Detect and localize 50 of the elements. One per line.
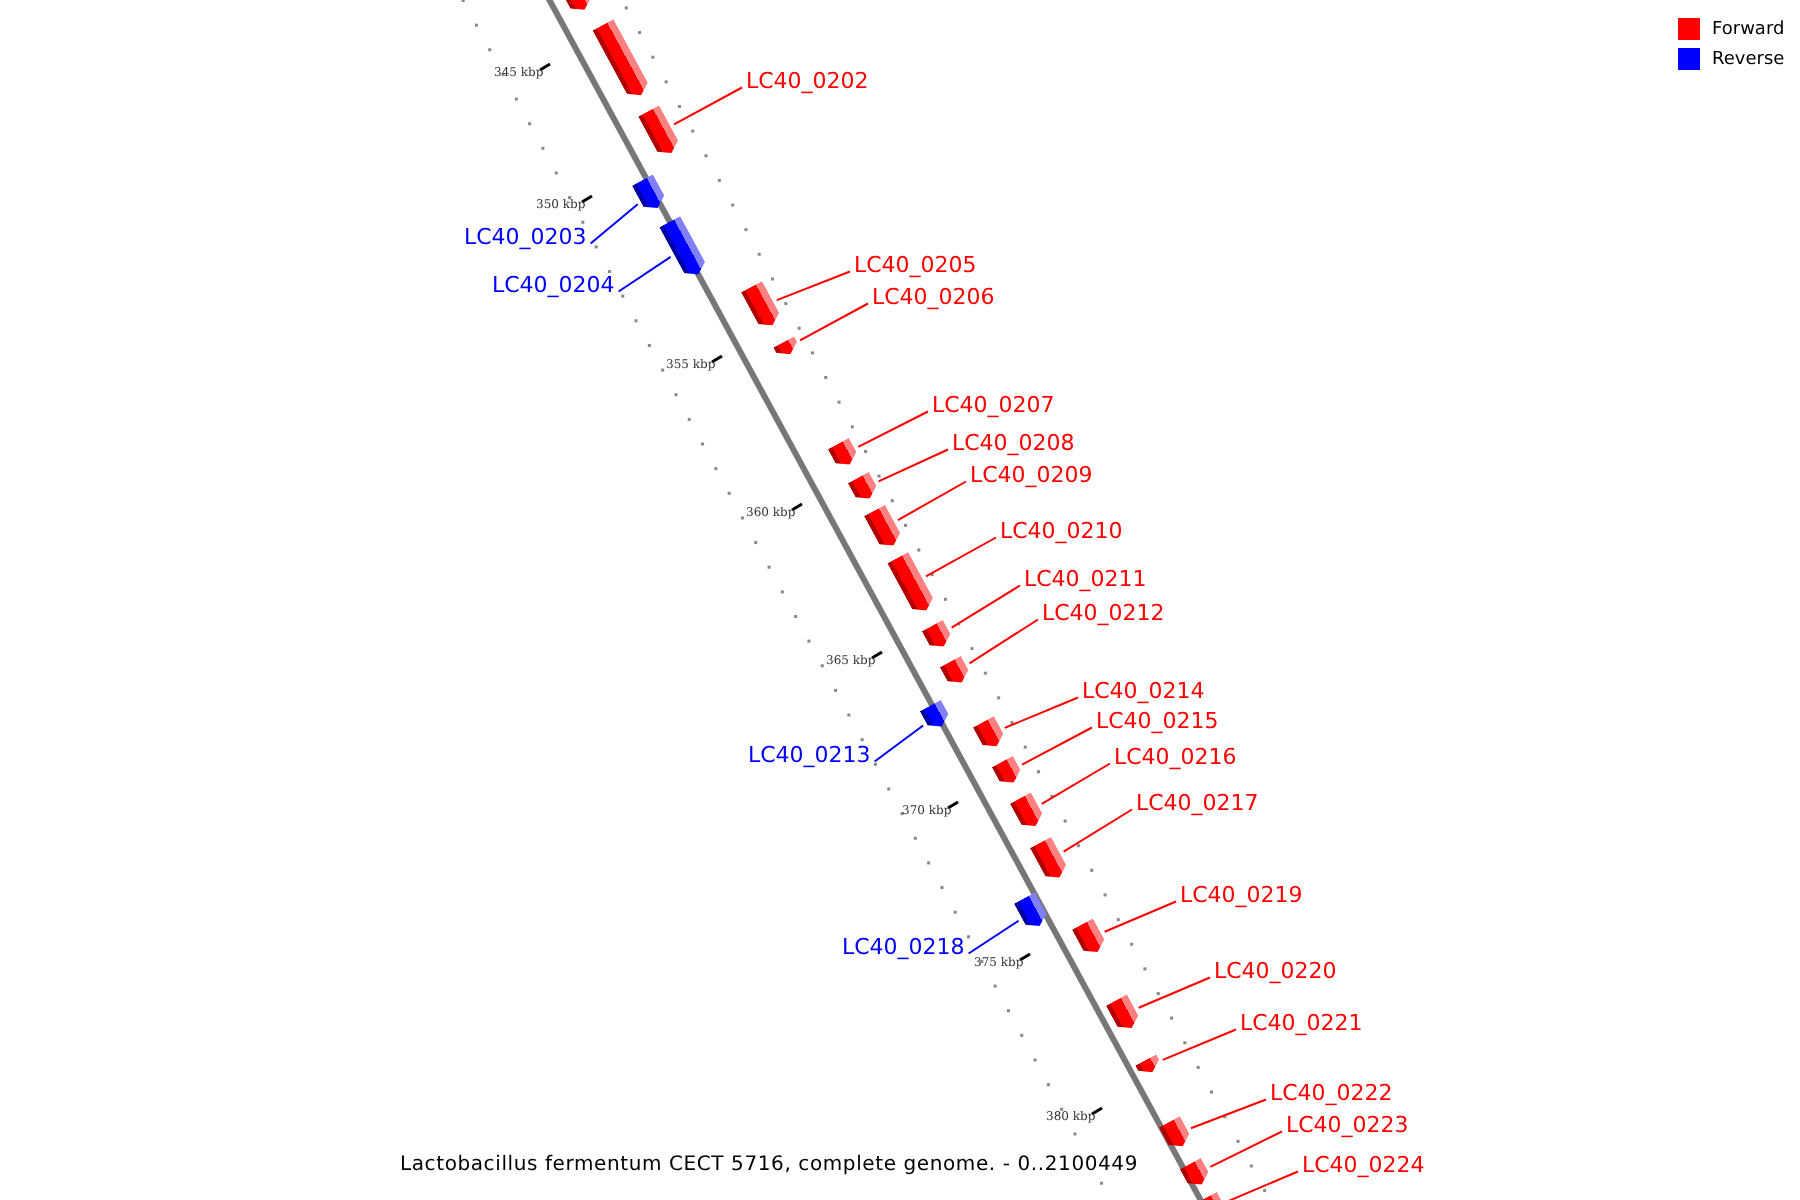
leader-line (673, 86, 743, 126)
gene-label: LC40_0221 (1240, 1010, 1363, 1036)
leader-line (1225, 1170, 1299, 1200)
gene-label: LC40_0205 (854, 252, 977, 278)
gene-label: LC40_0202 (746, 68, 869, 94)
caption: Lactobacillus fermentum CECT 5716, complete genome. - 0..2100449 (400, 1154, 1139, 1176)
leader-line (873, 724, 925, 763)
leader-line (799, 302, 869, 342)
gene-label: LC40_0220 (1214, 958, 1337, 984)
leader-line (968, 618, 1039, 665)
leader-line (775, 270, 851, 302)
gene-label: LC40_0204 (492, 272, 615, 298)
gene-label: LC40_0222 (1270, 1080, 1393, 1106)
gene-label: LC40_0209 (970, 462, 1093, 488)
leader-line (896, 480, 967, 522)
gene-block (1134, 1054, 1162, 1078)
gene-label: LC40_0206 (872, 284, 995, 310)
gene-label: LC40_0217 (1136, 790, 1259, 816)
gene-label: LC40_0214 (1082, 678, 1205, 704)
leader-line (1209, 1130, 1283, 1168)
leader-line (1189, 1098, 1267, 1130)
leader-line (877, 448, 949, 483)
gene-label: LC40_0212 (1042, 600, 1165, 626)
leader-line (1103, 900, 1177, 933)
gene-label: LC40_0223 (1286, 1112, 1409, 1138)
gene-label: LC40_0219 (1180, 882, 1303, 908)
legend-label: Reverse (1712, 49, 1785, 69)
gene-label: LC40_0208 (952, 430, 1075, 456)
gene-label: LC40_0218 (842, 934, 965, 960)
leader-line (967, 919, 1020, 955)
gene-label: LC40_0203 (464, 224, 587, 250)
leader-line (925, 536, 997, 578)
leader-line (1137, 976, 1211, 1009)
gene-label: LC40_0207 (932, 392, 1055, 418)
gene-label: LC40_0211 (1024, 566, 1147, 592)
leader-line (1161, 1028, 1237, 1061)
gene-label: LC40_0213 (748, 742, 871, 768)
leader-line (1003, 696, 1079, 729)
leader-line (950, 584, 1021, 629)
legend-label: Forward (1712, 19, 1785, 39)
gene-label: LC40_0224 (1302, 1152, 1425, 1178)
leader-line (1021, 726, 1093, 766)
leader-line (589, 203, 639, 245)
gene-label: LC40_0210 (1000, 518, 1123, 544)
leader-line (617, 255, 672, 293)
gene-label: LC40_0215 (1096, 708, 1219, 734)
leader-line (1040, 762, 1111, 805)
leader-line (1062, 808, 1133, 853)
leader-line (857, 410, 929, 448)
gene-label: LC40_0216 (1114, 744, 1237, 770)
